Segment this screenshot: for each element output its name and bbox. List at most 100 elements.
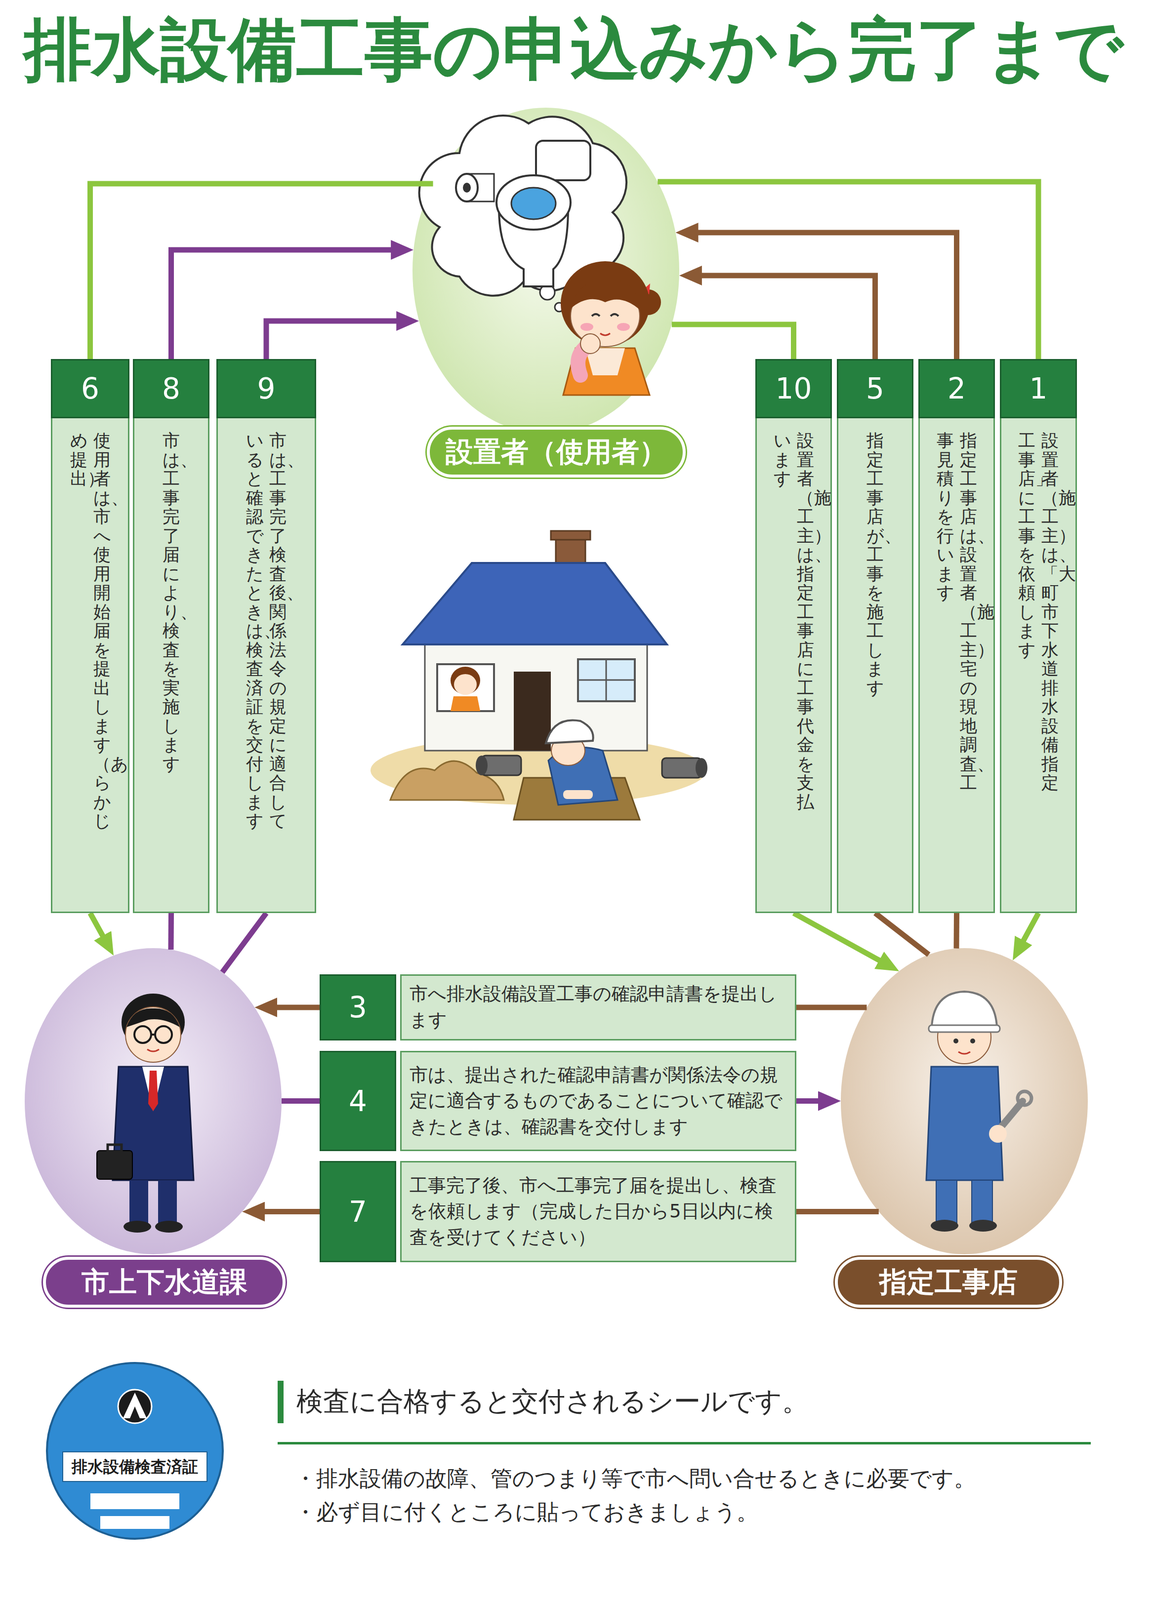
step-number: 7 (348, 1195, 368, 1230)
step-box: 5 指定工事店が、工事を施工します (836, 359, 914, 914)
house-illustration (453, 674, 477, 696)
contractor-figure (930, 1220, 959, 1233)
step-body: 市は、工事完了届により、検査を実施します (132, 418, 210, 914)
user-figure (600, 333, 611, 336)
text-column: 指定工事店は、設置者（施工主）宅の現地調査、工 (959, 431, 978, 793)
city-staff-figure (147, 1049, 160, 1052)
text-column: 事見積りを行います (936, 431, 954, 603)
flow-connector (953, 913, 960, 949)
note-bullet: ・排水設備の故障、管のつまり等で市へ問い合せるときに必要です。 (294, 1466, 1135, 1493)
sticker-circle: 排水設備検査済証 (44, 1361, 225, 1542)
city-staff-figure (151, 1033, 156, 1036)
title: 排水設備工事の申込みから完了まで (23, 10, 1124, 90)
city-staff-figure (155, 1026, 172, 1044)
step-number: 4 (348, 1084, 368, 1119)
text-column: 市は、工事完了検査後、関係法令の規定に適合して (269, 431, 287, 831)
sticker-field (90, 1493, 180, 1510)
city-staff-figure (125, 1007, 181, 1063)
house-illustration (402, 563, 667, 645)
flow-connector (796, 1005, 867, 1011)
note-rule (277, 1381, 1091, 1445)
sticker-emblem (123, 1393, 147, 1419)
flow-connector (694, 275, 876, 360)
step-box: 3 市へ排水設備設置工事の確認申請書を提出します (319, 974, 797, 1041)
flow-connector (875, 913, 930, 955)
step-body: 市へ排水設備設置工事の確認申請書を提出します (400, 974, 797, 1041)
city-staff-figure (158, 1180, 177, 1226)
city-staff-figure (148, 1071, 159, 1112)
step-body: 設置者（施工主）は、「大町市下水道排水設備指定工事店」に工事を依頼します (999, 418, 1077, 914)
contractor-figure (953, 1038, 959, 1044)
step-text: 市へ排水設備設置工事の確認申請書を提出します (409, 981, 787, 1034)
toilet-icon (496, 140, 591, 287)
actor-ground (24, 107, 1088, 1255)
contractor-figure (926, 991, 1032, 1233)
actor-pill: 指定工事店 (834, 1257, 1063, 1309)
text-column: め提出） (70, 431, 88, 489)
step-header: 6 (50, 359, 130, 419)
actor-ellipse: 市上下水道課 (24, 948, 282, 1255)
step-header: 1 (999, 359, 1077, 419)
actor-pill: 市上下水道課 (42, 1257, 286, 1309)
note-bullet: ・必ず目に付くところに貼っておきましょう。 (294, 1499, 1135, 1526)
step-box: 1設置者（施工主）は、「大町市下水道排水設備指定工事店」に工事を依頼します (999, 359, 1077, 914)
flow-connector (281, 1098, 320, 1105)
flow-connector (90, 913, 107, 944)
step-body: 指定工事店が、工事を施工します (836, 418, 914, 914)
toilet-icon (535, 140, 591, 181)
step-header: 3 (319, 974, 397, 1041)
step-box: 9 市は、工事完了検査後、関係法令の規定に適合していると確認できたときは、検査済証… (216, 359, 317, 914)
sticker-label: 排水設備検査済証 (44, 1456, 225, 1479)
text-column: 使用者は、市へ使用開始届を提出します（あらかじ (93, 431, 111, 831)
step-body: 市は、工事完了検査後、関係法令の規定に適合していると確認できたときは、検査済証を… (216, 418, 317, 914)
step-box: 6 使用者は、市へ使用開始届を提出します（あらかじめ提出） (50, 359, 130, 914)
flow-connector (796, 1209, 879, 1215)
contractor-figure (989, 1125, 1007, 1144)
step-body: 工事完了後、市へ工事完了届を提出し、検査を依頼します（完成した日から5日以内に検… (400, 1161, 797, 1263)
sticker-shape (44, 1361, 225, 1542)
flow-connector (171, 249, 400, 360)
house-illustration (545, 720, 594, 744)
step-box: 10 設置者（施工主）は、指定工事店に工事代金を支払います (755, 359, 832, 914)
contractor-figure (969, 1220, 997, 1233)
text-column: います (773, 431, 791, 489)
house-illustration (437, 664, 495, 712)
user-figure (570, 279, 642, 312)
flow-connector (90, 183, 434, 360)
flow-connector (269, 1005, 320, 1011)
step-number: 8 (162, 371, 181, 406)
step-text: 市は、工事完了届により、検査を実施します (162, 431, 180, 912)
step-header: 4 (319, 1051, 397, 1152)
step-body: 指定工事店は、設置者（施工主）宅の現地調査、工事見積りを行います (918, 418, 995, 914)
city-staff-figure (96, 1151, 133, 1180)
text-column: 工事店」に工事を依頼します (1018, 431, 1036, 660)
sticker-disc (46, 1363, 223, 1540)
house-illustration (563, 790, 593, 800)
house-illustration (450, 696, 481, 712)
house-illustration (577, 659, 635, 702)
step-header: 10 (755, 359, 832, 419)
actor-ground (24, 948, 282, 1255)
contractor-figure (958, 1052, 971, 1055)
step-number: 5 (865, 371, 885, 406)
house-illustration (695, 758, 708, 779)
text-column: いると確認できたときは、検査済証を交付します (246, 431, 264, 831)
step-number: 2 (947, 371, 966, 406)
contractor-figure (931, 991, 997, 1028)
text-column: 設置者（施工主）は、指定工事店に工事代金を支払 (796, 431, 815, 812)
contractor-figure (1017, 1091, 1032, 1106)
actor-ground (840, 948, 1088, 1255)
house-illustration (475, 755, 488, 776)
flow-connector (222, 913, 267, 973)
city-staff-figure (123, 1221, 152, 1234)
city-staff-figure (129, 1180, 149, 1226)
step-number: 3 (348, 990, 368, 1025)
note-rule (277, 1442, 1091, 1445)
step-number: 9 (257, 371, 276, 406)
flow-connector (671, 324, 794, 360)
contractor-figure (971, 1180, 993, 1225)
step-body: 市は、提出された確認申請書が関係法令の規定に適合するものであることについて確認で… (400, 1051, 797, 1152)
flow-connector (793, 913, 887, 965)
step-number: 6 (81, 371, 100, 406)
